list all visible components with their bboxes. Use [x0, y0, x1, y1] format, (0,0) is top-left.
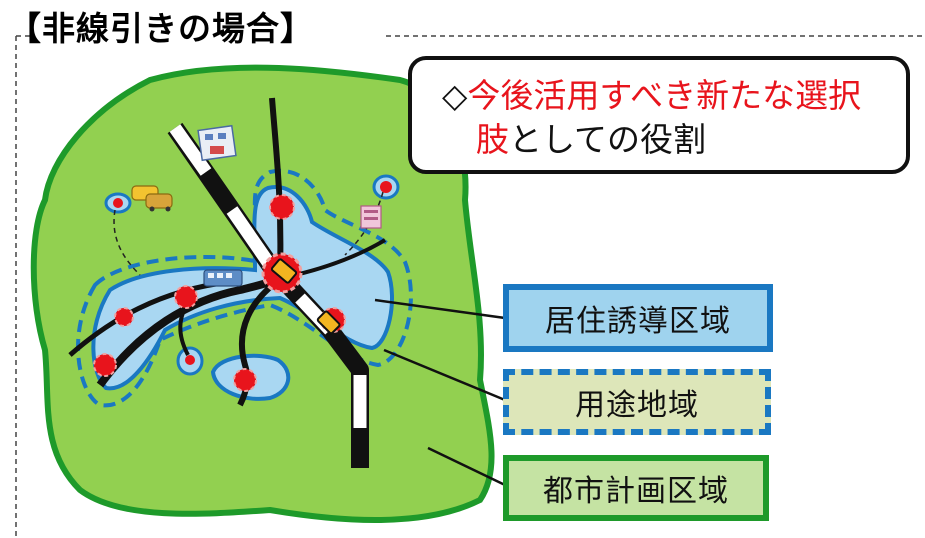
hub-marker	[233, 368, 257, 392]
leader-line-cityplan	[427, 446, 506, 487]
hub-marker	[113, 198, 123, 208]
hospital-building-icon	[197, 124, 237, 162]
hub-marker	[269, 194, 295, 220]
station-icon	[316, 310, 341, 335]
transit-link-dashed	[113, 209, 141, 276]
callout-marker: ◇	[442, 76, 468, 115]
hub-marker	[174, 285, 198, 309]
car-icons	[131, 185, 173, 212]
frame-dashed-line	[15, 35, 925, 538]
station-icon	[270, 258, 298, 284]
callout-line-2: 肢としての役割	[442, 118, 906, 162]
callout-red-text-2: 肢	[476, 120, 509, 159]
page-heading: 【非線引きの場合】	[8, 9, 314, 48]
callout-red-text-1-end: 択	[828, 76, 862, 115]
leader-line-usezone	[383, 348, 506, 402]
legend-city-planning-area: 都市計画区域	[503, 455, 769, 521]
road-line	[237, 275, 284, 407]
hub-marker	[114, 307, 134, 327]
callout-red-text-1: 今後活用すべき新たな選	[467, 76, 829, 115]
callout-line-1: ◇今後活用すべき新たな選択	[442, 74, 906, 118]
callout-box: ◇今後活用すべき新たな選択 肢としての役割	[408, 56, 910, 174]
use-zone-shape	[76, 168, 413, 408]
hub-marker	[93, 353, 117, 377]
legend-use-zone: 用途地域	[503, 369, 771, 435]
railway-line-white	[226, 206, 278, 272]
legend-residential-zone: 居住誘導区域	[503, 284, 773, 352]
shop-icon	[360, 205, 382, 229]
hub-marker	[185, 355, 195, 365]
road-line	[269, 97, 284, 273]
railway-line-white	[169, 124, 212, 176]
bus-icon	[203, 269, 243, 287]
leader-line-residential	[374, 298, 506, 320]
hub-marker	[380, 181, 392, 193]
callout-black-text: としての役割	[509, 120, 707, 159]
